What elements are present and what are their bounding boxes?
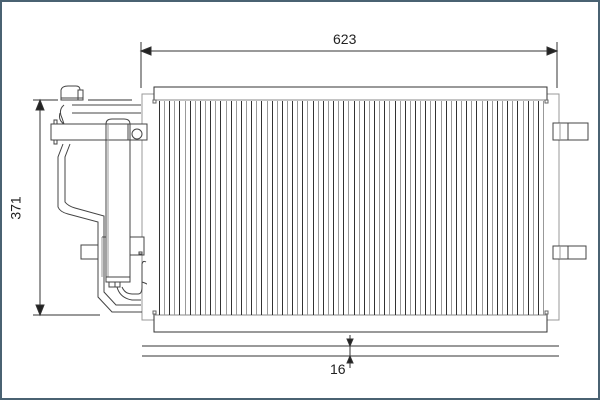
right-mount-brackets xyxy=(552,122,589,260)
condenser-fins xyxy=(159,101,544,315)
side-frame xyxy=(141,93,560,321)
header-tanks xyxy=(153,86,548,333)
receiver-dryer-assembly xyxy=(50,85,148,313)
left-mount-bracket xyxy=(80,244,99,260)
height-dimension xyxy=(33,98,132,317)
width-dimension-label: 623 xyxy=(333,31,357,47)
height-dimension-label: 371 xyxy=(7,196,24,220)
width-dimension xyxy=(139,42,559,88)
thickness-dimension xyxy=(142,335,559,368)
corner-nubs xyxy=(152,99,549,315)
thickness-dimension-label: 16 xyxy=(330,361,346,377)
